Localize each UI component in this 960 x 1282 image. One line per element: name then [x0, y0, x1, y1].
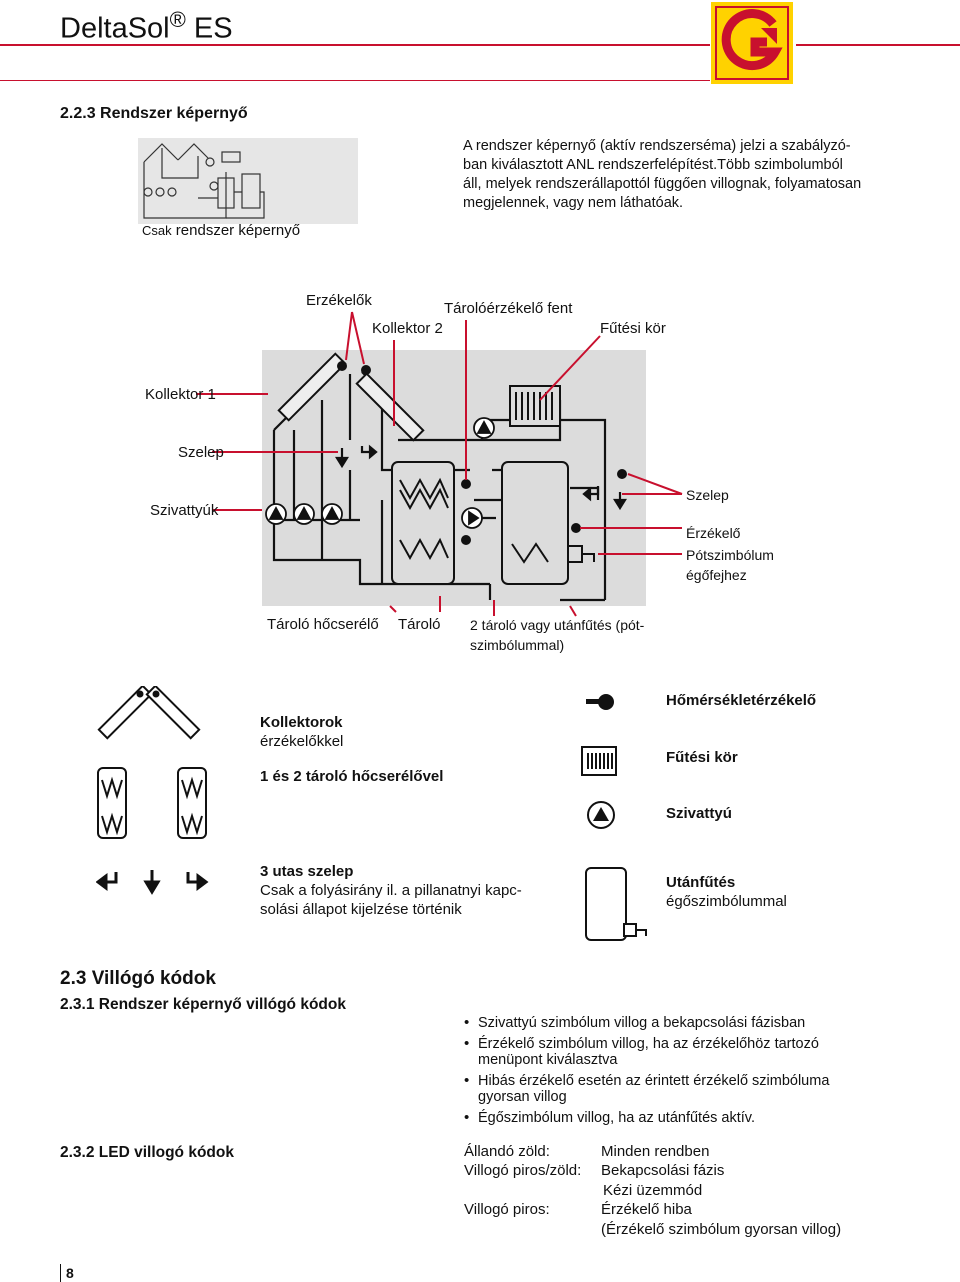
header-rule-right: [796, 44, 960, 46]
section-23-heading: 2.3 Villógó kódok: [60, 968, 216, 989]
led-key: Villogó piros/zöld:: [464, 1162, 582, 1179]
legend-egoszimbolummal: égőszimbólummal: [666, 893, 787, 910]
legend-heat-exchanger-icon: [97, 767, 207, 839]
bullet-line: Szivattyú szimbólum villog a bekapcsolás…: [478, 1015, 806, 1031]
page-number-rule: [60, 1264, 61, 1282]
legend-sensor-icon: [586, 694, 614, 710]
legend-erzekelokkel: érzékelőkkel: [260, 733, 344, 750]
legend-valve-icons: [96, 870, 209, 895]
legend-szelep3-desc-1: Csak a folyásirány il. a pillanatnyi kap…: [260, 882, 522, 899]
system-screen-thumbnail: [138, 138, 358, 224]
label-futesi-kor: Fűtési kör: [600, 320, 666, 337]
bullet-line: Érzékelő szimbólum villog, ha az érzékel…: [478, 1036, 819, 1052]
bullet-dot: •: [464, 1072, 470, 1089]
system-screen-mini-icon: [143, 143, 265, 219]
led-value: Érzékelő hiba: [601, 1201, 692, 1218]
legend-collectors-icon: [97, 686, 201, 740]
label-kollektor2: Kollektor 2: [372, 320, 443, 337]
legend-radiator-icon: [581, 746, 617, 776]
caption-text: rendszer képernyő: [175, 222, 301, 239]
bullet-dot: •: [464, 1014, 470, 1031]
led-value: (Érzékelő szimbólum gyorsan villog): [601, 1221, 842, 1238]
registered-mark: ®: [169, 7, 186, 32]
section-232-heading: 2.3.2 LED villogó kódok: [60, 1144, 234, 1161]
brand-logo-icon: [711, 2, 793, 84]
bullet-line: menüpont kiválasztva: [478, 1052, 618, 1068]
paragraph-line: áll, melyek rendszerállapottól függően v…: [463, 176, 862, 192]
led-value: Kézi üzemmód: [603, 1182, 703, 1199]
paragraph-line: megjelennek, vagy nem láthatóak.: [463, 195, 684, 211]
product-suffix: ES: [193, 12, 233, 45]
label-tarolo: Tároló: [398, 616, 441, 633]
caption-small: Csak: [142, 223, 172, 238]
legend-tarolo-hocserelovel: 1 és 2 tároló hőcserélővel: [260, 768, 444, 785]
thumbnail-caption: Csak rendszer képernyő: [142, 222, 300, 240]
legend-kollektorok: Kollektorok: [260, 714, 343, 731]
label-szivattyuk: Szivattyúk: [150, 502, 219, 519]
label-szelep-right: Szelep: [686, 487, 729, 503]
label-egofejhez: égőfejhez: [686, 567, 747, 583]
section-231-heading: 2.3.1 Rendszer képernyő villógó kódok: [60, 996, 346, 1013]
label-2tarolo-line1: 2 tároló vagy utánfűtés (pót-: [470, 617, 645, 633]
label-tarolo-hocserelo: Tároló hőcserélő: [267, 616, 379, 633]
product-title: DeltaSol® ES: [60, 4, 233, 45]
brand-logo: [711, 2, 793, 84]
label-2tarolo-line2: szimbólummal): [470, 637, 565, 653]
label-erzekelo: Érzékelő: [686, 525, 741, 541]
paragraph-line: ban kiválasztott ANL rendszerfelépítést.…: [463, 157, 843, 173]
legend-szivattyu: Szivattyú: [666, 805, 732, 822]
legend-szelep3-desc-2: solási állapot kijelzése történik: [260, 901, 462, 918]
bullet-dot: •: [464, 1109, 470, 1126]
legend-futesi-kor: Fűtési kör: [666, 749, 738, 766]
bullet-line: Égőszimbólum villog, ha az utánfűtés akt…: [478, 1110, 755, 1126]
section-223-heading: 2.2.3 Rendszer képernyő: [60, 105, 248, 122]
logo-rule-bottom: [0, 80, 710, 81]
bullet-line: gyorsan villog: [478, 1089, 567, 1105]
bullet-dot: •: [464, 1035, 470, 1052]
product-name: DeltaSol: [60, 12, 170, 45]
page-number: 8: [66, 1265, 74, 1281]
legend-pump-icon: [587, 801, 615, 829]
led-key: Villogó piros:: [464, 1201, 550, 1218]
led-value: Minden rendben: [601, 1143, 710, 1160]
legend-heater-icon: [585, 867, 647, 941]
label-szelep-left: Szelep: [178, 444, 224, 461]
led-value: Bekapcsolási fázis: [601, 1162, 725, 1179]
led-key: Állandó zöld:: [464, 1143, 550, 1160]
legend-szelep3: 3 utas szelep: [260, 863, 354, 880]
paragraph-line: A rendszer képernyő (aktív rendszerséma)…: [463, 138, 851, 154]
system-diagram: [196, 311, 683, 617]
label-kollektor1: Kollektor 1: [145, 386, 216, 403]
bullet-line: Hibás érzékelő esetén az érintett érzéke…: [478, 1073, 830, 1089]
header-rule: [0, 44, 710, 46]
legend-utanfutes: Utánfűtés: [666, 874, 736, 891]
label-potszimbolum: Pótszimbólum: [686, 547, 774, 563]
legend-homerseklet: Hőmérsékletérzékelő: [666, 692, 817, 709]
label-erzekelok: Erzékelők: [306, 292, 372, 309]
label-tarolo-fent: Tárolóérzékelő fent: [444, 300, 573, 317]
